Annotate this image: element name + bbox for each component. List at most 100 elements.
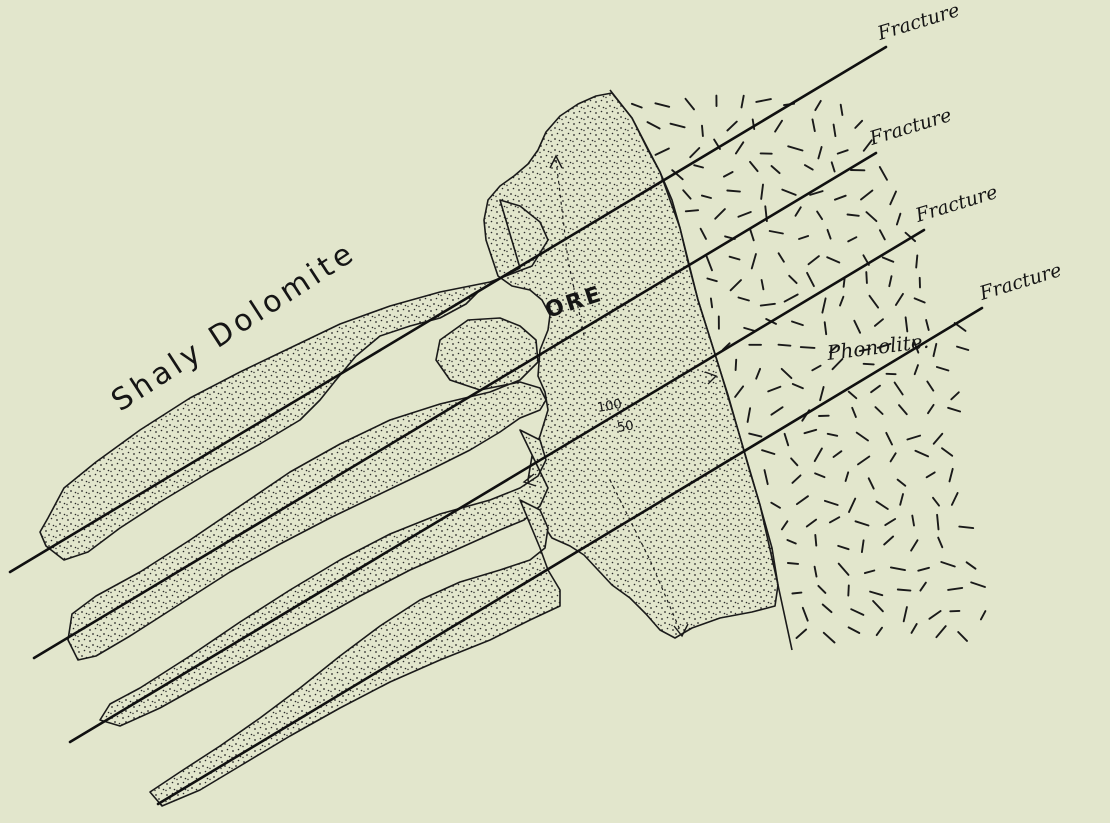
phonolite-dash [782,369,792,378]
phonolite-dash [683,190,690,198]
phonolite-dash [871,386,880,393]
phonolite-dash [671,124,685,128]
phonolite-dash [967,562,976,568]
phonolite-dash [655,103,669,107]
phonolite-dash [656,149,669,155]
fracture-label-2: Fracture [866,104,954,150]
phonolite-dash [877,502,888,509]
phonolite-dash [787,540,795,544]
phonolite-dash [927,472,935,477]
phonolite-dash [941,562,955,567]
phonolite-dash [813,119,815,131]
phonolite-dash [648,122,660,128]
phonolite-dash [749,434,761,437]
phonolite-dash [958,632,967,641]
phonolite-dash [916,255,917,267]
phonolite-dash [855,121,862,128]
phonolite-dash [880,167,887,180]
phonolite-dash [707,279,716,282]
phonolite-dash [762,280,764,289]
phonolite-dash [775,121,782,132]
phonolite-dash [957,347,968,350]
phonolite-dash [861,191,872,200]
fracture-label-4: Fracture [976,259,1064,305]
phonolite-dash [686,210,698,211]
phonolite-dash [727,122,736,131]
phonolite-dash [805,430,817,433]
phonolite-dash [815,567,817,577]
phonolite-dash [748,408,751,422]
fracture-line-3 [70,230,924,742]
phonolite-dash [750,162,758,171]
phonolite-dash [898,480,906,486]
phonolite-dash [851,609,863,615]
phonolite-dash [912,624,917,633]
phonolite-dash [834,451,842,457]
phonolite-dash [864,364,874,365]
phonolite-dash [815,535,816,546]
phonolite-dash [702,196,711,198]
phonolite-dash [866,272,867,283]
phonolite-dash [891,453,896,461]
phonolite-dash [792,322,803,326]
phonolite-dash [848,586,849,596]
phonolite-dash [929,611,940,619]
phonolite-dash [950,469,953,482]
phonolite-dash [856,521,869,525]
phonolite-dash [934,434,943,444]
phonolite-dash [761,304,775,306]
phonolite-dash [801,347,815,348]
phonolite-dash [952,493,958,505]
phonolite-dash [711,298,712,307]
phonolite-dash [862,540,864,552]
phonolite-dash [906,317,908,331]
phonolite-dash [897,214,901,225]
phonolite-dash [828,230,831,239]
phonolite-dash [742,96,744,108]
phonolite-dash [744,328,755,331]
phonolite-dash [938,538,942,548]
phonolite-dash [875,407,882,414]
phonolite-dash [782,190,795,195]
phonolite-dash [889,276,891,286]
phonolite-dash [915,298,925,302]
phonolite-dash [779,253,784,261]
phonolite-dash [791,458,797,465]
phonolite-dash [770,231,783,234]
phonolite-dash [828,434,838,436]
phonolite-dash [937,515,938,530]
phonolite-dash [948,588,962,590]
phonolite-dash [701,229,706,239]
phonolite-dash [724,172,733,177]
phonolite-dash [912,516,914,526]
phonolite-dash [832,162,835,171]
phonolite-dash [927,382,933,391]
phonolite-dash [768,387,780,392]
phonolite-dash [772,166,780,173]
phonolite-dash [792,475,800,483]
phonolite-dash [838,150,848,153]
phonolite-dash [936,626,945,637]
phonolite-dash [915,451,928,457]
phonolite-dash [928,405,934,413]
phonolite-dash [934,344,937,356]
phonolite-dash [818,147,821,158]
phonolite-dash [797,630,807,639]
phonolite-dash [835,196,846,200]
dip-value-50: 50 [616,418,635,436]
phonolite-dash [818,586,825,593]
phonolite-dash [830,517,839,522]
phonolite-dash [736,360,737,370]
phonolite-dash [823,605,832,613]
phonolite-dash [809,256,819,264]
phonolite-dash [907,436,920,440]
phonolite-dash [899,405,907,414]
phonolite-dash [707,257,712,271]
phonolite-dash [815,449,822,462]
phonolite-dash [959,527,973,529]
phonolite-dash [736,142,743,153]
phonolite-dash [727,191,740,192]
phonolite-dash [848,237,856,241]
phonolite-dash [904,607,907,621]
phonolite-dash [815,473,824,477]
